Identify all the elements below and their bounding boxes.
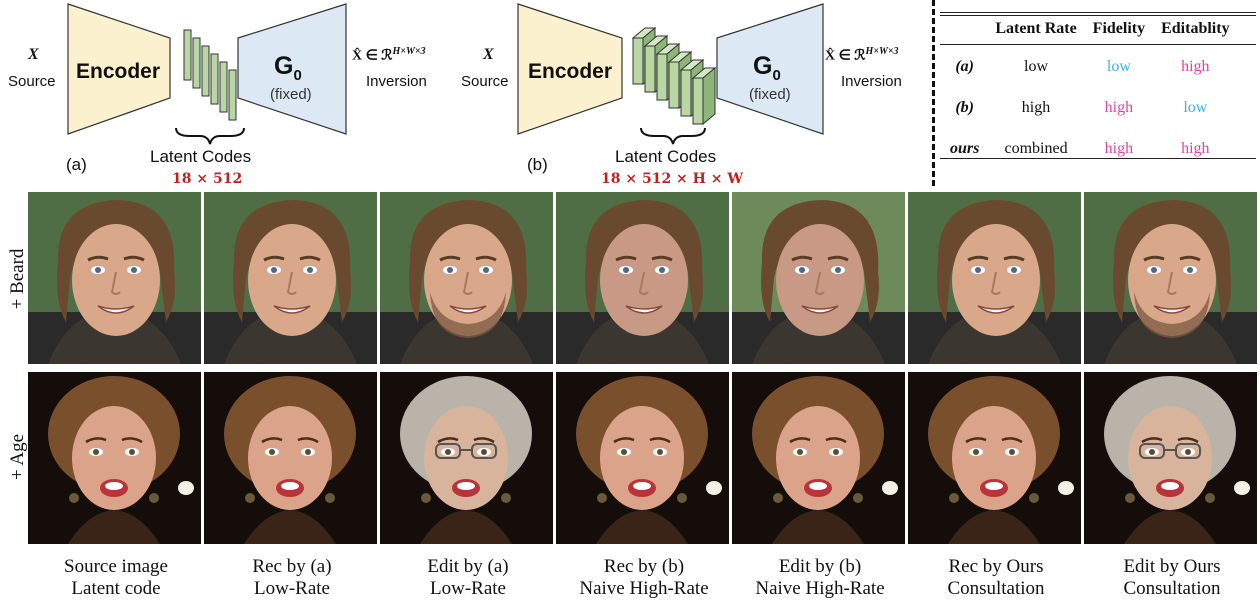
face-image-age-edit-ours	[1084, 372, 1257, 544]
caption-rec-b: Rec by (b)Naive High-Rate	[579, 556, 709, 599]
panel-tag-b: (b)	[527, 155, 548, 174]
table-top-rule	[940, 12, 1256, 13]
panel-tag-a: (a)	[66, 155, 87, 174]
face-image-age-edit-a	[380, 372, 553, 544]
face-image-age-source	[28, 372, 201, 544]
generator-label-b: G0	[753, 52, 781, 84]
encoder-a-shape	[67, 3, 171, 135]
table-cell-rate: high	[1021, 98, 1051, 116]
source-label-b: Source	[461, 73, 509, 90]
table-cell-method: ours	[950, 139, 980, 157]
face-image-beard-rec-a	[204, 192, 377, 364]
latent-dims-a: 18 × 512	[172, 171, 243, 187]
face-image-age-rec-ours	[908, 372, 1081, 544]
output-math-a: X̂ ∈ ℛH×W×3	[352, 46, 426, 64]
face-image-beard-rec-b	[556, 192, 729, 364]
caption-rec-a: Rec by (a)Low-Rate	[252, 556, 332, 599]
table-cell-editability: high	[1181, 139, 1210, 157]
encoder-label-a: Encoder	[76, 60, 161, 83]
table-cell-rate: low	[1024, 57, 1049, 75]
table-header-row: Latent Rate Fidelity Editablity	[942, 12, 1238, 46]
latent-label-b: Latent Codes	[615, 147, 717, 166]
row-label-age: + Age	[7, 433, 28, 481]
brace-b	[640, 127, 706, 145]
table-cell-fidelity: high	[1104, 98, 1134, 116]
face-image-beard-source	[28, 192, 201, 364]
face-image-beard-edit-a	[380, 192, 553, 364]
diagram-a: X Source Encoder G0 (fixed) X̂ ∈ ℛH×W×3 …	[0, 0, 470, 190]
encoder-b-shape	[517, 3, 623, 135]
dashed-separator	[932, 0, 935, 186]
generator-b-shape	[716, 3, 824, 135]
table-cell-method: (a)	[955, 57, 974, 75]
table-row: (a) low low high	[942, 46, 1238, 87]
table-header-rate: Latent Rate	[995, 20, 1077, 37]
generator-a-shape	[237, 3, 347, 135]
table-header-rule	[940, 44, 1256, 45]
encoder-label-b: Encoder	[528, 60, 613, 83]
table-cell-fidelity: high	[1104, 139, 1134, 157]
x-label-b: X	[483, 46, 494, 63]
comparison-table: Latent Rate Fidelity Editablity (a) low …	[942, 12, 1238, 169]
row-label-beard: + Beard	[7, 248, 28, 310]
face-image-beard-edit-ours	[1084, 192, 1257, 364]
face-image-age-rec-b	[556, 372, 729, 544]
fixed-label-a: (fixed)	[270, 86, 312, 103]
diagram-b: X Source Encoder G0 (fixed) X̂ ∈ ℛH×W×3 …	[455, 0, 925, 190]
face-image-age-edit-b	[732, 372, 905, 544]
face-image-age-rec-a	[204, 372, 377, 544]
table-cell-fidelity: low	[1106, 57, 1131, 75]
x-label-a: X	[28, 46, 39, 63]
caption-edit-b: Edit by (b)Naive High-Rate	[755, 556, 885, 599]
diagram-b-shapes	[517, 3, 824, 145]
caption-edit-a: Edit by (a)Low-Rate	[427, 556, 509, 599]
face-image-beard-rec-ours	[908, 192, 1081, 364]
source-label-a: Source	[8, 73, 56, 90]
inversion-label-a: Inversion	[366, 73, 427, 90]
table-cell-editability: low	[1183, 98, 1208, 116]
brace-a	[175, 127, 245, 145]
table-row: ours combined high high	[942, 128, 1238, 169]
table-row: (b) high high low	[942, 87, 1238, 128]
table-top-rule-2	[940, 15, 1256, 16]
output-math-b: X̂ ∈ ℛH×W×3	[825, 46, 899, 64]
table-cell-rate: combined	[1004, 139, 1068, 157]
latent-codes-a-bars	[183, 29, 237, 121]
table-header-method	[942, 12, 987, 46]
latent-dims-b: 18 × 512 × H × W	[601, 171, 744, 187]
table-bottom-rule	[940, 158, 1256, 159]
diagram-a-shapes	[67, 3, 347, 145]
latent-codes-b-blocks	[631, 26, 717, 126]
fixed-label-b: (fixed)	[749, 86, 791, 103]
table-cell-editability: high	[1181, 57, 1210, 75]
inversion-label-b: Inversion	[841, 73, 902, 90]
face-image-beard-edit-b	[732, 192, 905, 364]
table-cell-method: (b)	[955, 98, 974, 116]
generator-label-a: G0	[274, 52, 302, 84]
latent-label-a: Latent Codes	[150, 147, 252, 166]
table-header-fidelity: Fidelity	[1092, 20, 1146, 37]
table-header-editability: Editablity	[1161, 20, 1230, 37]
